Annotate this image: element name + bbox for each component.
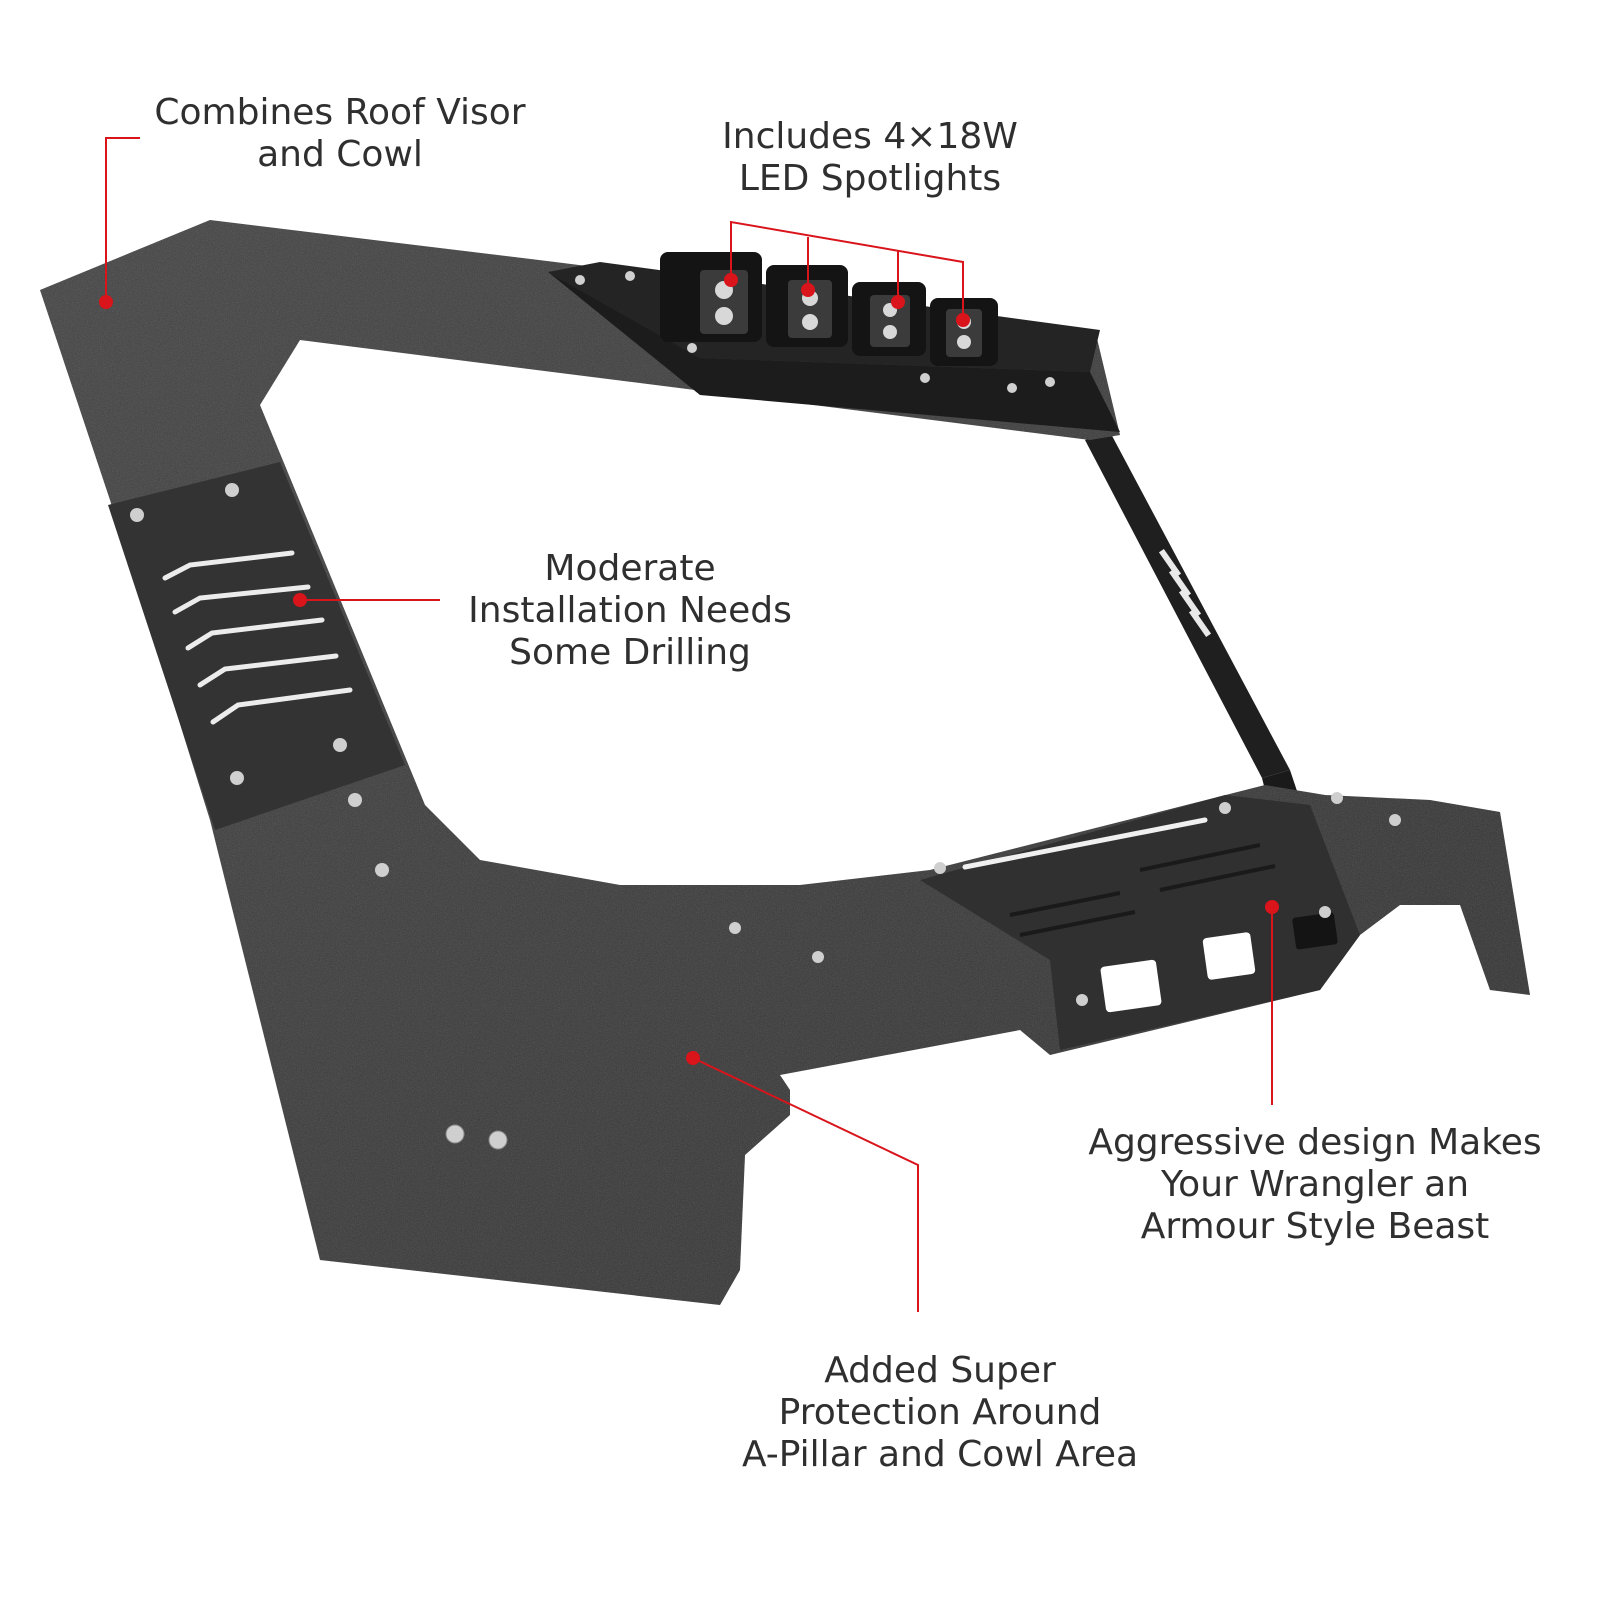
spotlight-2 xyxy=(766,265,848,347)
leader-roof-visor xyxy=(99,137,140,309)
callout-line: LED Spotlights xyxy=(738,158,1002,199)
callout-line: Some Drilling xyxy=(509,632,751,673)
spotlight-4 xyxy=(930,298,998,366)
leader-design xyxy=(1265,900,1279,1105)
visor-rivets xyxy=(575,271,1055,393)
callout-line: Aggressive design Makes xyxy=(1088,1122,1542,1163)
armor-frame xyxy=(40,220,1530,1305)
pillar-vent-plate xyxy=(108,462,405,877)
led-spotlights xyxy=(660,252,998,366)
callout-design: Aggressive design Makes Your Wrangler an… xyxy=(1060,1122,1570,1248)
callout-line: Armour Style Beast xyxy=(1140,1206,1490,1247)
callout-line: Installation Needs xyxy=(468,590,792,631)
right-pillar xyxy=(1085,432,1300,810)
callout-line: Combines Roof Visor xyxy=(154,92,526,133)
callout-line: A-Pillar and Cowl Area xyxy=(741,1434,1139,1475)
callout-leaders xyxy=(99,137,1279,1312)
callout-line: Added Super xyxy=(824,1350,1056,1391)
spotlight-3 xyxy=(852,282,926,356)
lower-bolts xyxy=(445,1124,508,1150)
callout-line: Includes 4×18W xyxy=(722,116,1018,157)
callout-line: Protection Around xyxy=(778,1392,1102,1433)
callout-roof-visor: Combines Roof Visor and Cowl xyxy=(150,92,530,176)
callout-line: Your Wrangler an xyxy=(1160,1164,1470,1205)
leader-led-spotlights xyxy=(724,220,970,327)
spotlight-1 xyxy=(660,252,762,342)
cowl-plate xyxy=(729,792,1401,1050)
leader-protection xyxy=(686,1051,919,1312)
callout-led-spotlights: Includes 4×18W LED Spotlights xyxy=(700,116,1040,200)
callout-protection: Added Super Protection Around A-Pillar a… xyxy=(700,1350,1180,1476)
callout-installation: Moderate Installation Needs Some Drillin… xyxy=(440,548,820,674)
callout-line: Moderate xyxy=(544,548,716,589)
callout-line: and Cowl xyxy=(257,134,423,175)
leader-installation xyxy=(293,593,440,607)
